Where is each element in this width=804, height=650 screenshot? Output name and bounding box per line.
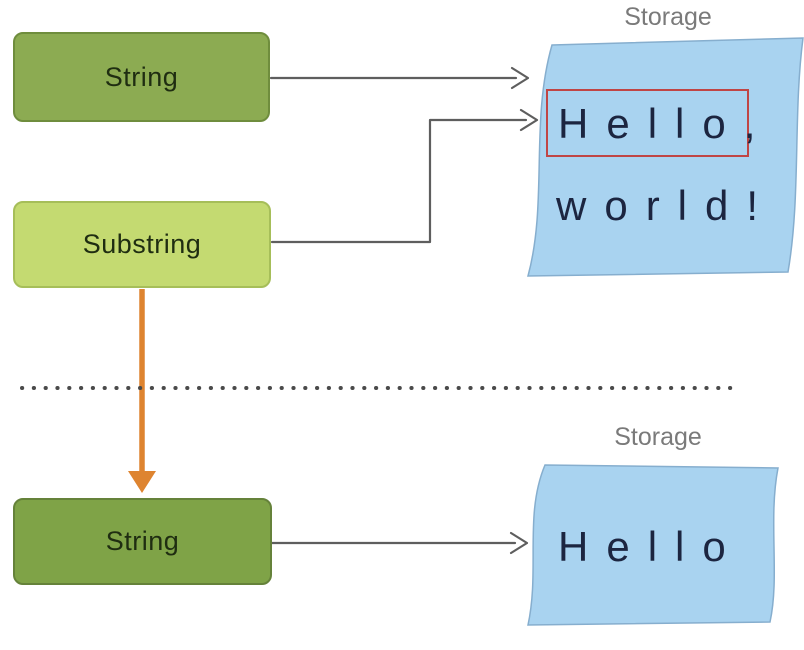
- storage-bottom-text: Hello: [558, 523, 744, 570]
- string-to-storage-arrow: [269, 66, 530, 90]
- substring-highlight-box: [546, 89, 749, 157]
- storage-title-top: Storage: [624, 3, 712, 31]
- string-box-bottom: String: [13, 498, 272, 585]
- string-box-top-label: String: [104, 61, 179, 92]
- bottom-string-to-storage-arrow: [270, 531, 529, 555]
- storage-flag-bottom: [527, 464, 779, 626]
- storage-top-text-line1: Hello,: [558, 100, 774, 147]
- substring-box-label: Substring: [82, 229, 202, 259]
- substring-to-string-conversion-arrow: [128, 289, 156, 493]
- substring-to-storage-arrow: [270, 108, 539, 244]
- storage-title-bottom: Storage: [614, 423, 702, 451]
- storage-top-text-line2: world!: [556, 182, 777, 229]
- substring-box: Substring: [13, 201, 271, 288]
- string-box-top: String: [13, 32, 270, 122]
- string-box-bottom-label: String: [105, 526, 180, 556]
